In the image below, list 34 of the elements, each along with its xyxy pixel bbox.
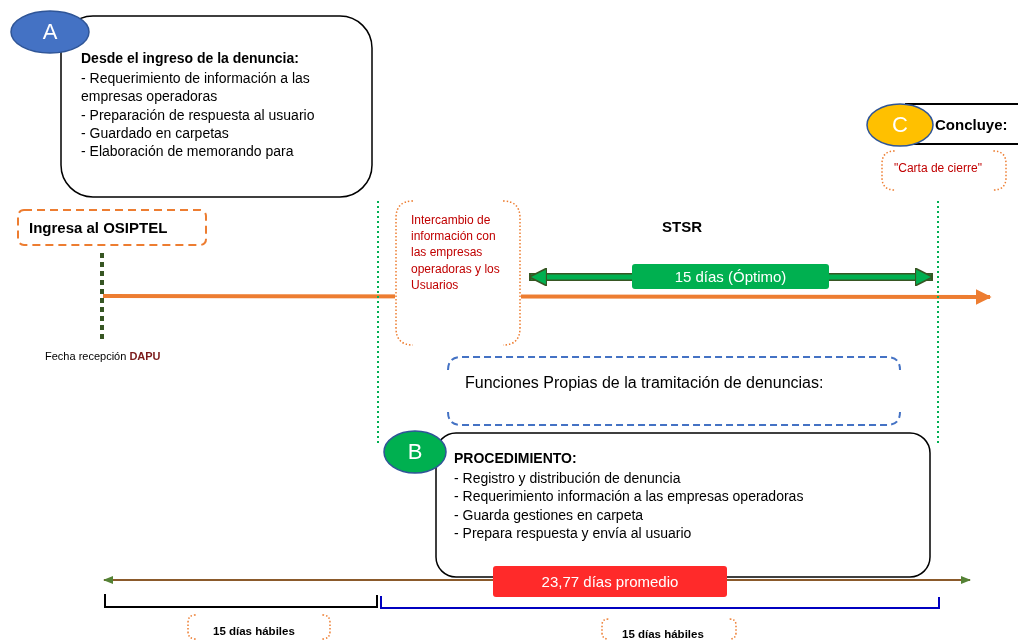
text: - Preparación de respuesta al usuario [81, 105, 316, 124]
text: "Carta de cierre" [894, 161, 983, 177]
heading-text: Ingresa al OSIPTEL [29, 218, 169, 238]
badge-letter: A [42, 17, 58, 46]
heading-text: 15 días hábiles [622, 627, 705, 641]
procedure-box [435, 432, 931, 578]
text: - Prepara respuesta y envía al usuario [454, 523, 693, 542]
note-text: Fecha recepción DAPU [45, 350, 161, 362]
start-box [17, 209, 207, 246]
heading-text: Concluye: [935, 115, 1009, 135]
note-bracket [881, 150, 1007, 191]
note-bracket [187, 614, 331, 640]
text: Funciones Propias de la tramitación de denuncias: [465, 373, 825, 393]
text: - Guardado en carpetas [81, 123, 230, 142]
text: - Registro y distribución de denuncia [454, 469, 682, 488]
duration-badge: 15 días (Óptimo) [632, 264, 829, 289]
badge-letter: C [892, 110, 908, 139]
heading-text: Desde el ingreso de la denuncia: [81, 49, 300, 68]
text: Intercambio de información con las empresas operadoras y los Usuarios [411, 212, 501, 293]
text: - Requerimiento información a las empresas operadoras [454, 487, 805, 506]
text: - Guarda gestiones en carpeta [454, 505, 645, 524]
heading-text: PROCEDIMIENTO: [454, 449, 578, 468]
dashed-box [447, 356, 901, 426]
duration-badge: 23,77 días promedio [493, 566, 727, 597]
heading-text: 15 días hábiles [213, 624, 296, 639]
badge-letter: B [407, 437, 423, 466]
text: - Requerimiento de información a las empresas operadoras [81, 69, 311, 106]
section-label: STSR [662, 218, 702, 235]
text: - Elaboración de memorando para [81, 141, 295, 161]
letter-badge [10, 10, 90, 54]
letter-badge [866, 103, 934, 147]
note-bracket [601, 618, 737, 640]
info-box [60, 15, 373, 198]
letter-badge [383, 430, 447, 474]
